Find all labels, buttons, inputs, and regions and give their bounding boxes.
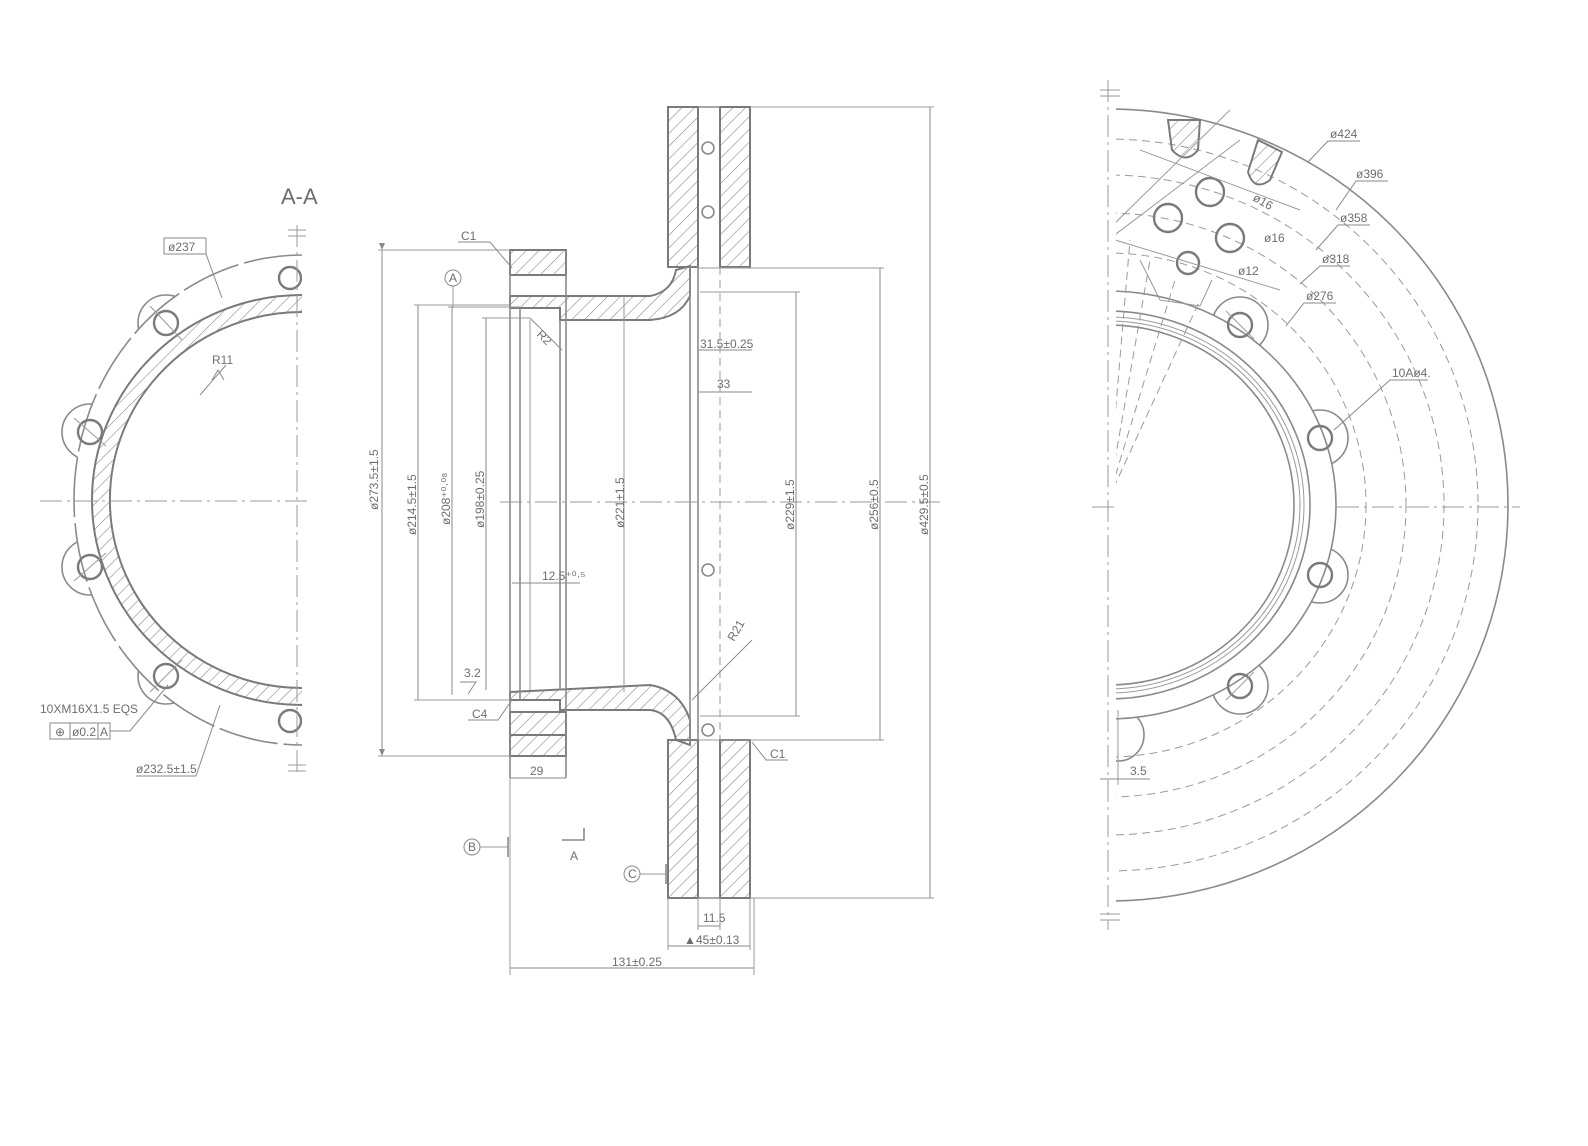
section-title: A-A (281, 184, 318, 209)
vent-holes (1152, 119, 1284, 276)
dim-198: ø198±0.25 (473, 470, 487, 528)
dim-214: ø214.5±1.5 (405, 474, 419, 535)
dim-221: ø221±1.5 (613, 477, 627, 528)
pcd-bottom-label: ø232.5±1.5 (136, 762, 197, 776)
dia-358-label: ø358 (1340, 211, 1368, 225)
dim-229: ø229±1.5 (783, 479, 797, 530)
dim-11-5: 11.5 (703, 911, 726, 925)
radius-r21: R21 (724, 617, 747, 643)
dia-396-label: ø396 (1356, 167, 1384, 181)
dim-273: ø273.5±1.5 (367, 449, 381, 510)
hole-12-label: ø12 (1238, 264, 1259, 278)
thread-callout: 10XM16X1.5 EQS (40, 702, 138, 716)
dim-208: ø208⁺⁰·⁰⁸ (439, 473, 453, 525)
position-symbol: ⊕ (55, 725, 65, 739)
pcd-top-label: ø237 (168, 240, 196, 254)
dia-276-label: ø276 (1306, 289, 1334, 303)
dim-3-2: 3.2 (464, 666, 481, 680)
dim-29: 29 (530, 764, 544, 778)
chamfer-c1-top: C1 (461, 229, 477, 243)
view-arrow-a: A (570, 849, 578, 863)
dim-429: ø429.5±0.5 (917, 474, 931, 535)
chamfer-c1-bottom: C1 (770, 747, 786, 761)
section-view-a-a: A-A (40, 184, 318, 777)
dia-424-label: ø424 (1330, 127, 1358, 141)
datum-c-marker: C (628, 867, 637, 881)
dia-318-label: ø318 (1322, 252, 1350, 266)
datum-a-marker: A (449, 271, 457, 285)
dim-256: ø256±0.5 (867, 479, 881, 530)
dim-31-5: 31.5±0.25 (700, 337, 754, 351)
radius-r11-label: R11 (212, 353, 233, 367)
dim-131: 131±0.25 (612, 955, 662, 969)
hole-16-b-label: ø16 (1264, 231, 1285, 245)
dim-33: 33 (717, 377, 731, 391)
position-datum: A (100, 725, 108, 739)
datum-b-marker: B (468, 840, 476, 854)
end-bolt-holes (1226, 311, 1334, 700)
hole-16-a-label: ø16 (1251, 190, 1276, 213)
dim-45: 45±0.13 (696, 933, 740, 947)
dim-45-symbol: ▲ (684, 933, 696, 947)
end-view-half: ø424 ø396 ø358 ø318 ø276 ø16 ø16 ø12 10A… (1092, 80, 1520, 930)
bolt-holes (76, 265, 302, 734)
holes-callout: 10Aø4. (1392, 366, 1431, 380)
radius-r2: R2 (534, 327, 555, 348)
dim-12-5: 12.5⁺⁰·⁵ (542, 569, 585, 583)
dim-3-5-label: 3.5 (1130, 764, 1147, 778)
position-tolerance: ø0.2 (72, 725, 96, 739)
chamfer-c4: C4 (472, 707, 488, 721)
cross-section-view: ø273.5±1.5 ø214.5±1.5 ø208⁺⁰·⁰⁸ ø198±0.2… (367, 106, 940, 975)
